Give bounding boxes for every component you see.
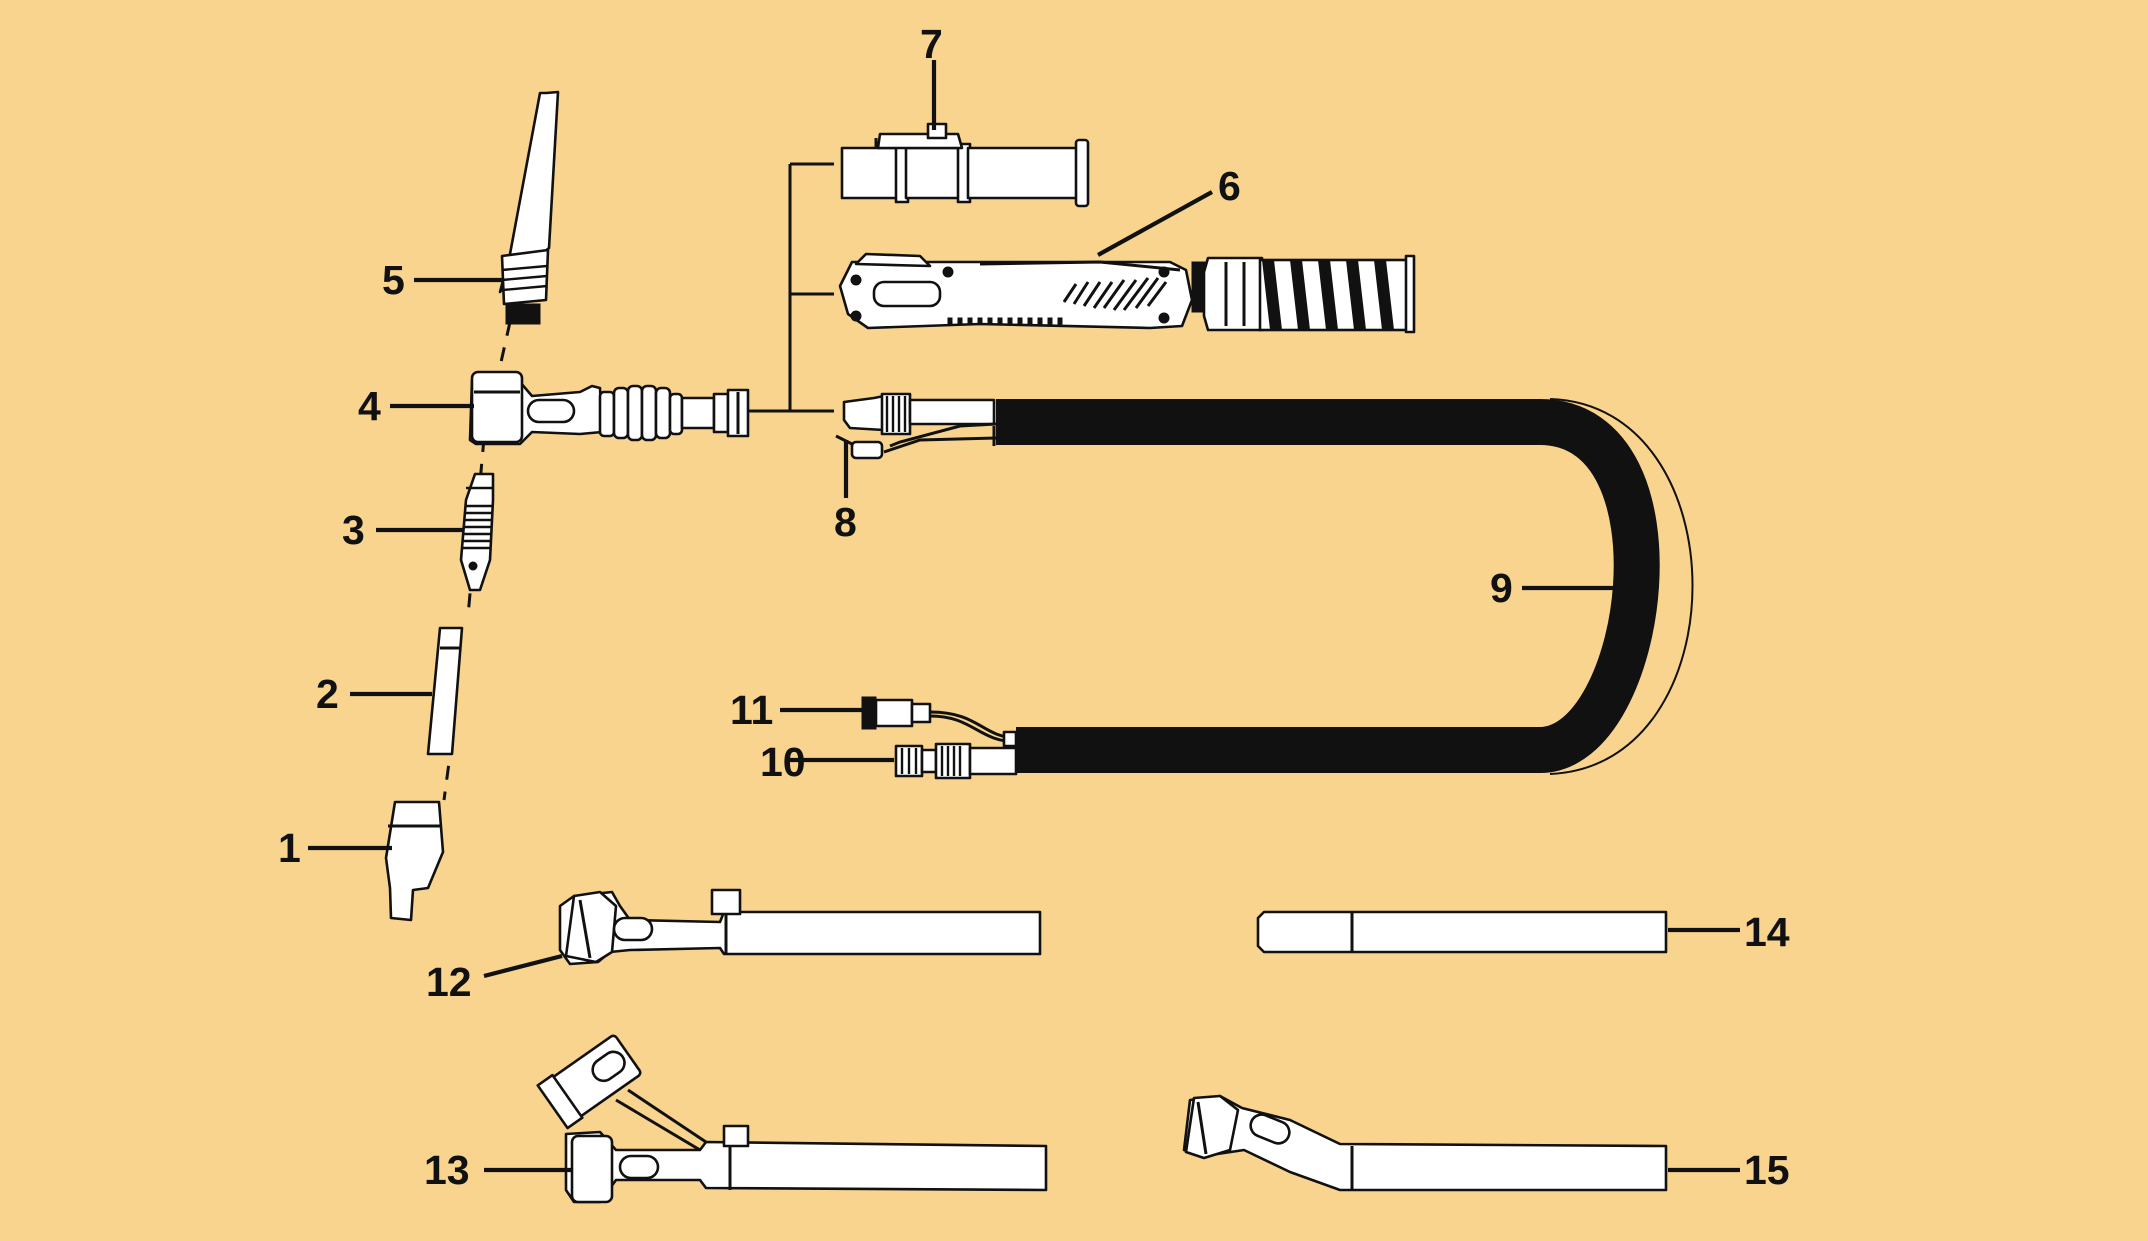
callout-3: 3 <box>342 507 365 553</box>
part-12-torch-body <box>558 888 1042 966</box>
callout-10: 10 <box>760 739 806 785</box>
part-8-connector <box>835 392 997 460</box>
leader-lines <box>308 60 1740 1173</box>
callout-14: 14 <box>1744 909 1790 955</box>
assembly-bracket <box>748 162 834 413</box>
callout-1: 1 <box>278 825 301 871</box>
part-7-handle-adapter <box>840 122 1090 208</box>
part-4-torch-head <box>468 370 750 446</box>
part-14-handle-shell <box>1256 910 1668 954</box>
part-11-control-plug <box>861 696 1019 748</box>
callout-7: 7 <box>920 21 943 67</box>
callout-labels: 1 2 3 4 5 6 7 8 9 10 11 12 13 14 15 <box>278 21 1790 1193</box>
callout-9: 9 <box>1490 565 1513 611</box>
callout-2: 2 <box>316 671 339 717</box>
part-10-gas-fitting <box>894 742 1018 780</box>
callout-5: 5 <box>382 257 405 303</box>
callout-6: 6 <box>1218 163 1241 209</box>
part-6-handle <box>838 252 1416 334</box>
callout-15: 15 <box>1744 1147 1790 1193</box>
part-5-back-cap <box>498 90 560 325</box>
part-13-flex-head <box>536 1034 1048 1204</box>
part-9-cable-hose <box>996 398 1694 775</box>
callout-8: 8 <box>834 499 857 545</box>
part-15-angled-body <box>1182 1094 1668 1192</box>
part-1-nozzle <box>384 800 445 922</box>
part-3-collet-body <box>459 472 495 592</box>
callout-12: 12 <box>426 959 472 1005</box>
part-2-collet <box>426 626 464 756</box>
callout-4: 4 <box>358 383 381 429</box>
callout-11: 11 <box>730 687 773 733</box>
callout-13: 13 <box>424 1147 470 1193</box>
